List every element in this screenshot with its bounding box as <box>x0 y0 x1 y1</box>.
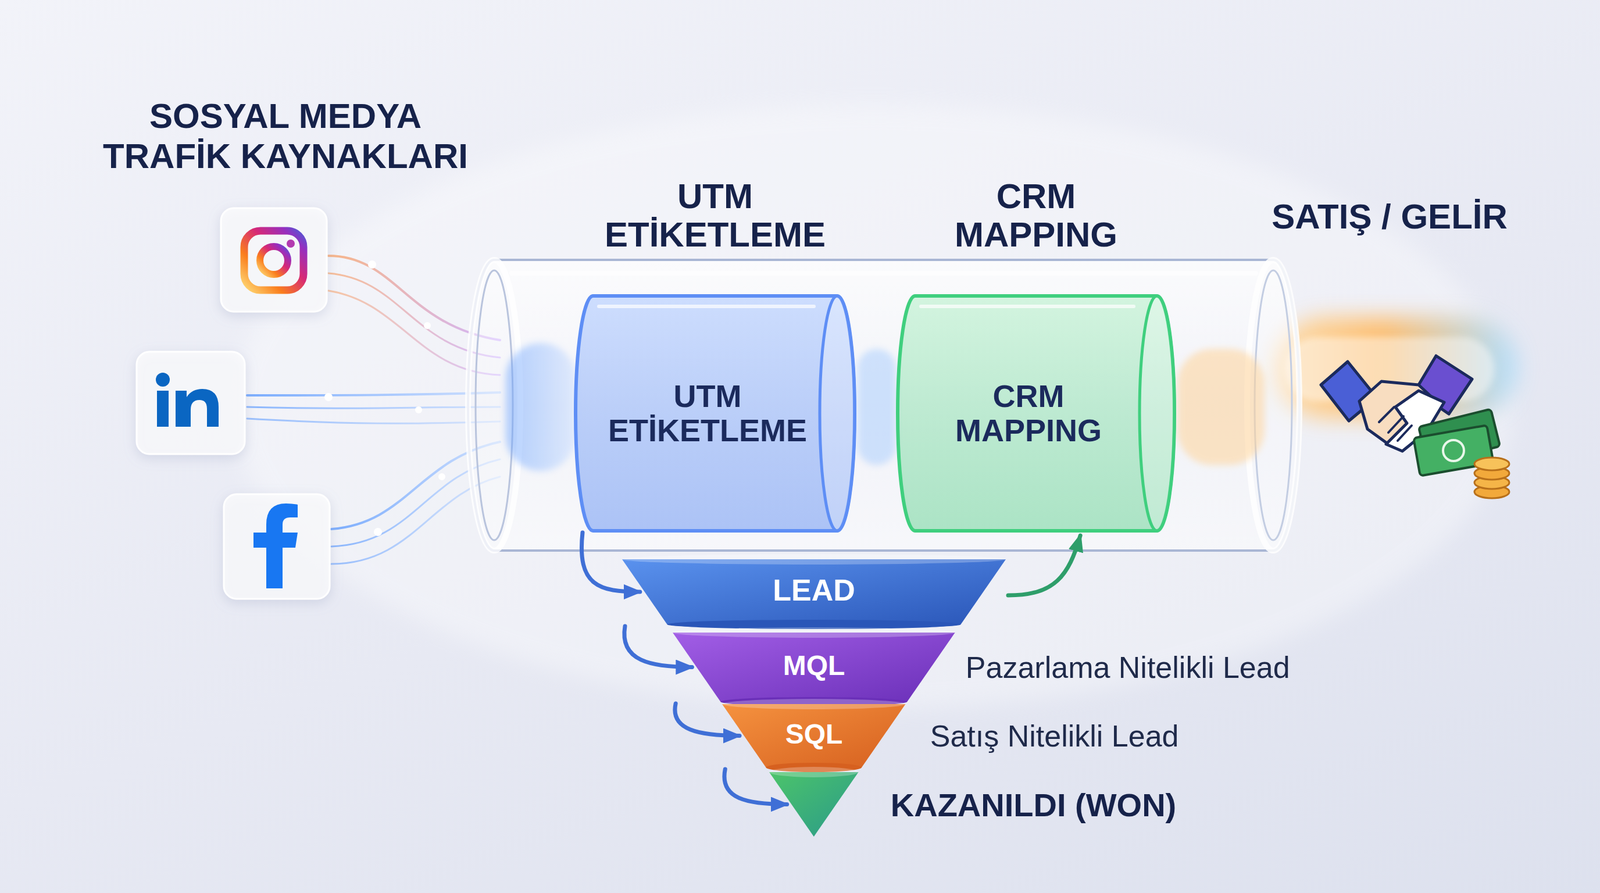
coin <box>1474 457 1510 471</box>
stream-dot <box>415 406 423 414</box>
cylinder-body <box>897 295 1175 531</box>
stage-label: CRM MAPPING <box>955 379 1102 449</box>
stream-dot <box>423 322 431 330</box>
linkedin-glyph <box>175 388 219 427</box>
traffic-stream <box>247 392 500 396</box>
finger-line <box>1379 406 1412 441</box>
utm-stage: UTM ETİKETLEMEUTM ETİKETLEME <box>575 295 855 531</box>
stream-dot <box>373 527 382 537</box>
instagram-dot <box>286 239 295 248</box>
linkedin-glyph <box>155 372 170 387</box>
stream-dots <box>324 260 446 537</box>
funnel-band-top <box>722 698 906 710</box>
band-label: MQL <box>783 649 846 682</box>
stage-heading: SATIŞ / GELİR <box>1238 197 1541 237</box>
flow-arrow <box>1008 535 1081 596</box>
icon-tile <box>136 351 245 455</box>
facebook-icon <box>223 494 330 599</box>
money-icon <box>1413 408 1510 499</box>
funnel-band-fill <box>622 559 1006 625</box>
funnel-band-top <box>769 766 859 778</box>
stage-heading: UTM ETİKETLEME <box>604 177 826 255</box>
pipe-glow <box>857 348 896 466</box>
cylinder-highlight <box>598 304 814 309</box>
linkedin-glyph <box>156 390 169 427</box>
crm-stage: CRM MAPPINGCRM MAPPING <box>897 295 1175 531</box>
stream-dot <box>368 260 377 269</box>
stage-label: UTM ETİKETLEME <box>608 379 807 449</box>
cylinder-highlight <box>920 304 1134 309</box>
funnel-band: SQLSatış Nitelikli Lead <box>722 704 906 768</box>
group-heading: SOSYAL MEDYA TRAFİK KAYNAKLARI <box>84 95 487 177</box>
icon-tile <box>220 208 327 312</box>
stage-description: Satış Nitelikli Lead <box>930 718 1180 754</box>
funnel-band-fill <box>769 772 859 837</box>
linkedin-icon <box>136 351 245 455</box>
stream-dot <box>324 393 333 402</box>
banknote-mark <box>1443 440 1464 462</box>
instagram-icon <box>220 208 327 312</box>
pipe-highlight <box>511 270 1256 276</box>
revenue-stage: SATIŞ / GELİR <box>1238 197 1541 500</box>
stage-heading: CRM MAPPING <box>954 177 1118 255</box>
band-label: LEAD <box>772 572 856 608</box>
stage-description: KAZANILDI (WON) <box>890 785 1177 824</box>
glass-pipe <box>468 259 1300 551</box>
facebook-glyph <box>253 503 298 589</box>
pipe-glow <box>505 343 576 471</box>
pipe-glow <box>1177 348 1265 466</box>
instagram-lens <box>259 246 288 275</box>
icon-tile <box>223 494 330 599</box>
cylinder-end <box>1139 295 1175 531</box>
funnel-band-top <box>672 627 956 638</box>
traffic-stream <box>247 418 500 424</box>
stage-description: Pazarlama Nitelikli Lead <box>965 650 1291 685</box>
funnel-band: KAZANILDI (WON) <box>769 772 859 837</box>
cylinder-body <box>575 295 855 531</box>
funnel-band: LEAD <box>622 559 1006 625</box>
instagram-frame <box>244 230 304 291</box>
traffic-stream <box>247 406 500 409</box>
stream-dot <box>438 473 446 481</box>
funnel-band-fill <box>672 632 956 702</box>
funnel-band-fill <box>722 704 906 768</box>
funnel-shape <box>769 772 859 837</box>
funnel-band-top <box>622 554 1006 565</box>
band-label: SQL <box>785 718 844 750</box>
cylinder-end <box>819 295 855 531</box>
funnel-band: MQLPazarlama Nitelikli Lead <box>672 632 956 702</box>
